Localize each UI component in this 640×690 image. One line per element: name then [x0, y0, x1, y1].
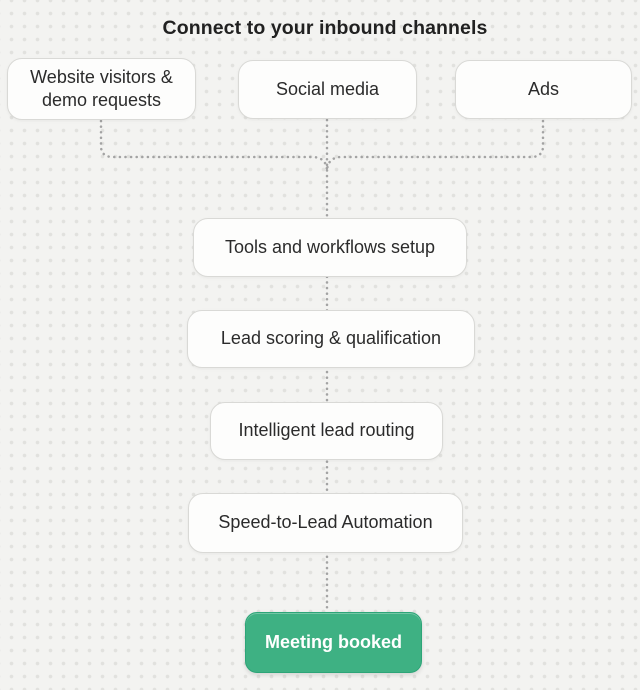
node-intelligent-lead-routing[interactable]: Intelligent lead routing [210, 402, 443, 460]
node-label: Intelligent lead routing [238, 420, 415, 441]
node-website-visitors-demo-requests[interactable]: Website visitors & demo requests [7, 58, 196, 120]
node-label: Tools and workflows setup [224, 236, 436, 257]
node-label: Speed-to-Lead Automation [218, 512, 433, 533]
node-lead-scoring-qualification[interactable]: Lead scoring & qualification [187, 310, 475, 368]
node-tools-workflows-setup[interactable]: Tools and workflows setup [193, 218, 467, 277]
node-speed-to-lead-automation[interactable]: Speed-to-Lead Automation [188, 493, 463, 553]
node-meeting-booked[interactable]: Meeting booked [245, 612, 422, 673]
node-label: Lead scoring & qualification [220, 328, 442, 349]
connector-left-branch [99, 119, 329, 174]
node-label: Ads [527, 78, 560, 99]
connector-right-branch [325, 119, 545, 174]
node-ads[interactable]: Ads [455, 60, 632, 119]
page-title: Connect to your inbound channels [162, 17, 488, 39]
node-label: Social media [275, 78, 380, 99]
node-label: Meeting booked [264, 631, 402, 652]
node-social-media[interactable]: Social media [238, 60, 417, 119]
node-label: Website visitors & demo requests [30, 66, 173, 110]
